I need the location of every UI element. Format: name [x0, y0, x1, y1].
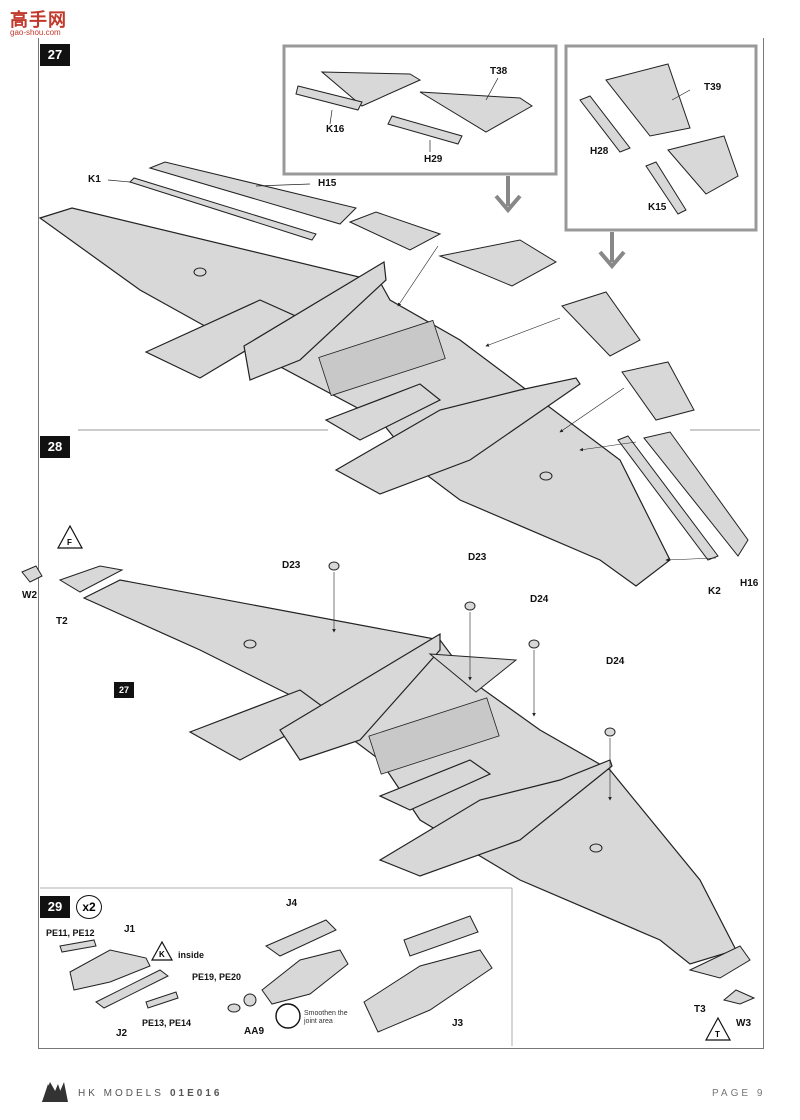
- label-h16: H16: [740, 578, 759, 589]
- label-k16: K16: [326, 124, 345, 135]
- part-h16: [643, 431, 749, 557]
- step-28-marker: 28: [40, 436, 70, 458]
- page-frame: [38, 38, 764, 1049]
- label-t38: T38: [490, 66, 508, 77]
- label-j4: J4: [286, 898, 298, 909]
- label-t2: T2: [56, 616, 68, 627]
- footer-brand: HK MODELS: [78, 1088, 164, 1099]
- label-t3: T3: [694, 1004, 706, 1015]
- step-27-marker: 27: [40, 44, 70, 66]
- footer-code: 01E016: [170, 1088, 223, 1099]
- label-pe11-pe12: PE11, PE12: [46, 928, 95, 938]
- warning-label-t: T: [715, 1030, 720, 1039]
- label-j1: J1: [124, 924, 136, 935]
- hk-models-logo-icon: [42, 1084, 64, 1102]
- watermark-logo: 高手网 gao-shou.com: [8, 6, 78, 40]
- label-k15: K15: [648, 202, 667, 213]
- label-h28: H28: [590, 146, 609, 157]
- label-d24-right: D24: [606, 656, 625, 667]
- label-aa9: AA9: [244, 1026, 265, 1037]
- watermark-url: gao-shou.com: [10, 28, 61, 37]
- label-h29: H29: [424, 154, 443, 165]
- part-k1: [129, 177, 317, 241]
- step-27-reference: 27: [114, 682, 134, 698]
- label-pe13-pe14: PE13, PE14: [142, 1018, 192, 1028]
- label-t39: T39: [704, 82, 722, 93]
- footer-page-number: PAGE 9: [712, 1088, 766, 1099]
- label-w2: W2: [22, 590, 37, 601]
- part-h15: [148, 161, 357, 225]
- watermark-title: 高手网: [10, 10, 67, 30]
- warning-label-f: F: [67, 538, 72, 547]
- label-d23-left: D23: [282, 560, 301, 571]
- label-j2: J2: [116, 1028, 128, 1039]
- part-k2: [617, 435, 719, 561]
- label-w3: W3: [736, 1018, 751, 1029]
- label-d24-left: D24: [530, 594, 549, 605]
- part-w2: [21, 565, 43, 583]
- label-j3: J3: [452, 1018, 464, 1029]
- wing-step27: [38, 207, 671, 587]
- inset-box-right: [564, 44, 758, 232]
- label-h15: H15: [318, 178, 337, 189]
- warning-label-k: K: [159, 950, 165, 959]
- part-t3: [688, 945, 751, 979]
- label-pe19-pe20: PE19, PE20: [192, 972, 242, 982]
- part-w3: [722, 989, 756, 1005]
- inset-box-left: [282, 44, 558, 176]
- label-d23-right: D23: [468, 552, 487, 563]
- wing-step28: [82, 579, 737, 965]
- note-smoothen: Smoothen the joint area: [304, 1010, 348, 1025]
- warning-triangle-f: [56, 524, 84, 549]
- label-inside: inside: [178, 950, 205, 960]
- warning-triangle-t: [704, 1016, 732, 1041]
- step-29-marker: 29: [40, 896, 70, 918]
- part-t2: [58, 565, 124, 593]
- quantity-x2-badge: x2: [76, 895, 102, 919]
- label-k2: K2: [708, 586, 721, 597]
- label-k1: K1: [88, 174, 101, 185]
